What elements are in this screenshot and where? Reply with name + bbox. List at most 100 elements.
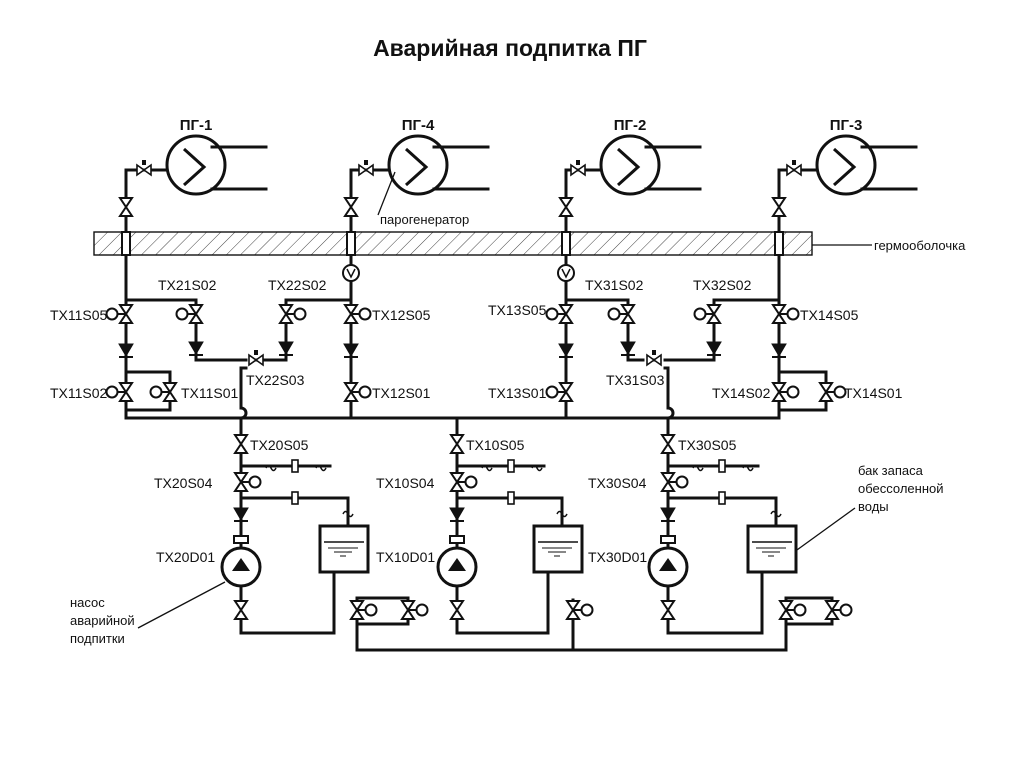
- pump-motor: [449, 535, 465, 544]
- actuator-tx11s02: [105, 385, 126, 399]
- steam-generator-shell: [165, 134, 227, 196]
- signal-tilde-2: [742, 464, 754, 472]
- valve-label-tx10s04: TX10S04: [376, 475, 435, 491]
- check-valve-triangle: [660, 507, 676, 521]
- valve-label-tx22s02: TX22S02: [268, 277, 327, 293]
- actuator-circle: [105, 307, 119, 321]
- check-valve-triangle: [343, 343, 359, 357]
- valve-label-tx20s04: TX20S04: [154, 475, 213, 491]
- actuator-circle: [839, 603, 853, 617]
- diagram-title: Аварийная подпитка ПГ: [373, 35, 647, 61]
- tank-drain-actuator-1: [357, 603, 378, 617]
- sg-inlet-valve-3: [570, 160, 586, 177]
- containment-isolation-valve-4: [771, 197, 787, 217]
- valve-label-tx32s02: TX32S02: [693, 277, 752, 293]
- valve-label-tx14s02: TX14S02: [712, 385, 771, 401]
- cross-connect-a: [124, 298, 248, 362]
- signal-tilde-1: [265, 464, 277, 472]
- signal-box-upper-1: [291, 459, 299, 473]
- equipment: [105, 160, 853, 620]
- signal-box-upper-2: [507, 459, 515, 473]
- penetration-2: [346, 231, 356, 256]
- valve-label-tx11s02: TX11S02: [50, 385, 108, 401]
- cross-connect-d: [663, 298, 781, 362]
- pump-motor: [660, 535, 676, 544]
- steam-generator-note: парогенератор: [380, 212, 469, 227]
- actuator-circle: [358, 385, 372, 399]
- valve-tx22s03: [248, 350, 264, 367]
- actuator-tx21s02: [175, 307, 196, 321]
- valve-label-tx12s01: TX12S01: [372, 385, 431, 401]
- pump-check-valve-1: [233, 507, 249, 522]
- valve-body: [660, 600, 676, 620]
- check-valve-tx22: [278, 341, 294, 356]
- cross-connect-b: [260, 298, 353, 362]
- check-valve-tx21: [188, 341, 204, 356]
- tank-3: [746, 524, 798, 574]
- valve-label-tx20s05: TX20S05: [250, 437, 309, 453]
- containment-isolation-valve-2: [343, 197, 359, 217]
- control-valve-stem: [142, 160, 146, 165]
- steam-generator-leader-line: [377, 171, 396, 216]
- trunk-check-valve-1: [118, 343, 134, 358]
- trunk-check-valve-2: [343, 343, 359, 358]
- control-valve-body: [646, 353, 662, 367]
- tank-1: [318, 524, 370, 574]
- valve-tx10s05: [449, 434, 465, 454]
- steam-generator-chevron: [832, 147, 857, 187]
- valve-label-tx13s05: TX13S05: [488, 302, 547, 318]
- actuator-circle: [607, 307, 621, 321]
- check-valve-triangle: [771, 343, 787, 357]
- actuator-circle: [786, 385, 800, 399]
- steam-generator-shell: [599, 134, 661, 196]
- pump-triangle: [232, 558, 250, 571]
- feed-line-2: [349, 168, 391, 312]
- valve-label-tx21s02: TX21S02: [158, 277, 217, 293]
- steam-generator-4: [815, 134, 918, 196]
- check-valve-triangle: [449, 507, 465, 521]
- actuator-tx31s02: [607, 307, 628, 321]
- penetration-4: [774, 231, 784, 256]
- actuator-pump-valve-1: [241, 475, 262, 489]
- pump-motor: [233, 535, 249, 544]
- valve-body: [771, 197, 787, 217]
- sg4-label: ПГ-4: [402, 117, 435, 134]
- pump-leader-line: [137, 581, 226, 629]
- valve-label-tx11s05: TX11S05: [50, 307, 108, 323]
- steam-generator-2: [387, 134, 490, 196]
- pump-discharge-hop-1: [239, 378, 248, 432]
- pump-note-line2: аварийной: [70, 613, 135, 628]
- check-valve-triangle: [188, 341, 204, 355]
- containment-wall: [93, 231, 813, 256]
- actuator-tx32s02: [693, 307, 714, 321]
- signal-box-lower-3: [718, 491, 726, 505]
- signal-tilde-3: [770, 510, 782, 518]
- tank-2: [532, 524, 584, 574]
- flow-meter-v: [561, 268, 571, 279]
- sg-inlet-valve-4: [786, 160, 802, 177]
- pump-label-tx30d01: TX30D01: [588, 549, 647, 565]
- check-valve-tx31: [620, 341, 636, 356]
- actuator-tx14s01: [826, 385, 847, 399]
- actuator-circle: [415, 603, 429, 617]
- actuator-circle: [786, 307, 800, 321]
- steam-generator-1: [165, 134, 268, 196]
- actuator-tx12s01: [351, 385, 372, 399]
- actuator-circle: [545, 307, 559, 321]
- control-valve-body: [248, 353, 264, 367]
- actuator-circle: [149, 385, 163, 399]
- valve-label-tx10s05: TX10S05: [466, 437, 525, 453]
- actuator-circle: [693, 307, 707, 321]
- sg-inlet-valve-1: [136, 160, 152, 177]
- containment-isolation-valve-1: [118, 197, 134, 217]
- valve-label-tx13s01: TX13S01: [488, 385, 547, 401]
- penetration-1: [121, 231, 131, 256]
- pump-inlet-valve-2: [449, 600, 465, 620]
- signal-tilde-2: [315, 464, 327, 472]
- tank-drain-bypass-actuator-1: [408, 603, 429, 617]
- containment-isolation-valve-3: [558, 197, 574, 217]
- signal-tilde-1: [481, 464, 493, 472]
- actuator-circle: [545, 385, 559, 399]
- tank-drain-actuator-2: [573, 603, 594, 617]
